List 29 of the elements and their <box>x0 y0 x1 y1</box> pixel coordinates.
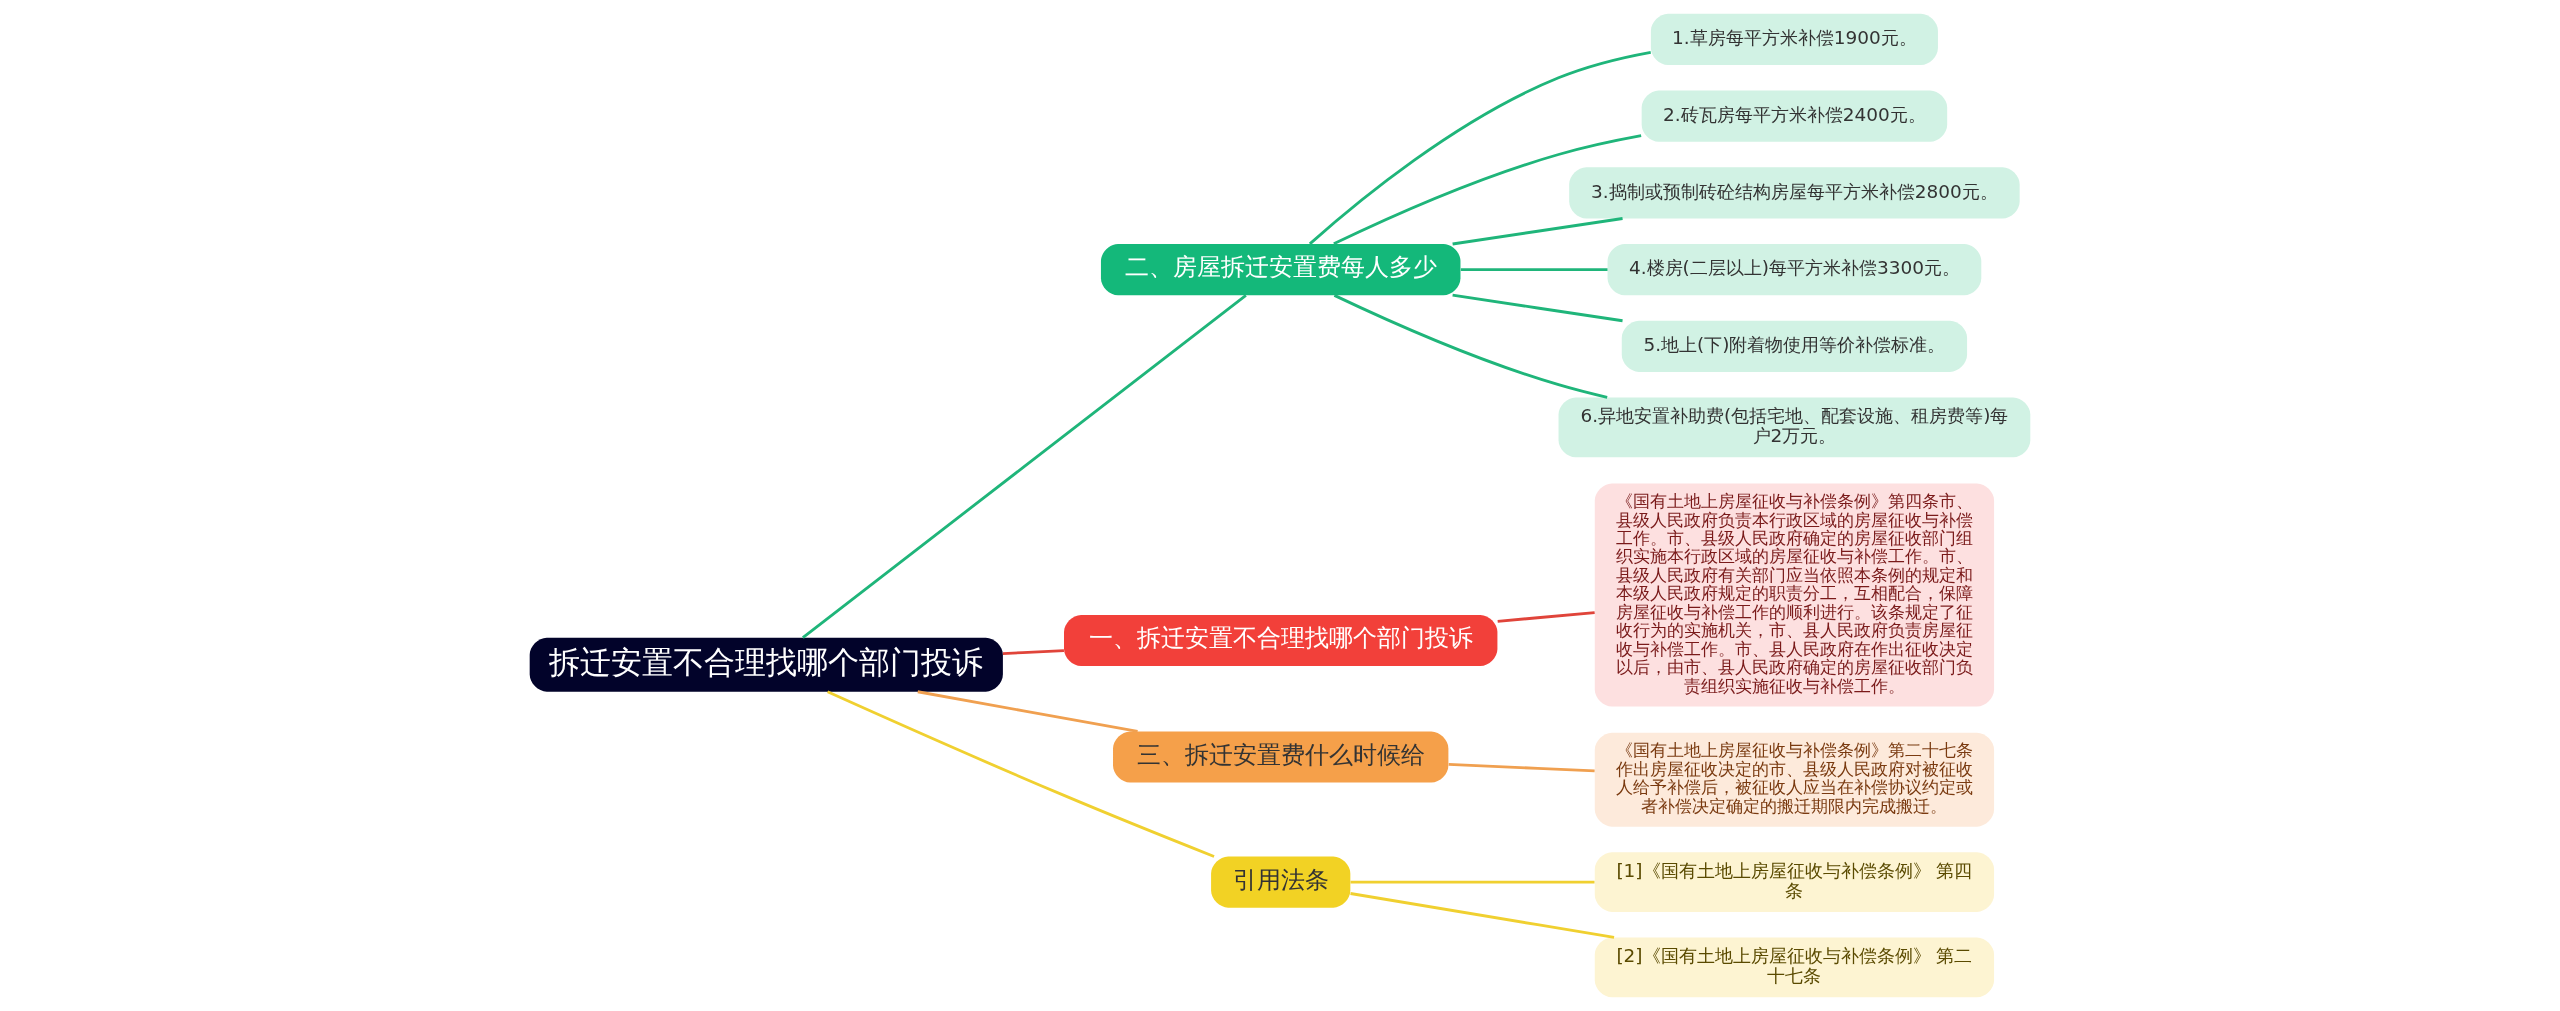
node-box: 一、拆迁安置不合理找哪个部门投诉 <box>1064 614 1498 667</box>
connector <box>1350 880 1595 884</box>
node-box: 3.捣制或预制砖砼结构房屋每平方米补偿2800元。 <box>1569 167 2020 219</box>
node-box: 4.楼房(二层以上)每平方米补偿3300元。 <box>1607 244 1982 296</box>
node-box: 三、拆迁安置费什么时候给 <box>1113 731 1449 783</box>
connector <box>1460 268 1608 272</box>
node-box: 5.地上(下)附着物使用等价补偿标准。 <box>1621 320 1968 372</box>
connector <box>1308 50 1651 245</box>
node-box: [2]《国有土地上房屋征收与补偿条例》 第二十七条 <box>1594 937 1995 998</box>
connector <box>802 294 1247 639</box>
connector <box>1448 763 1595 773</box>
node-box: 《国有土地上房屋征收与补偿条例》第二十七条作出房屋征收决定的市、县级人民政府对被征收人给予补偿后，被征收人应当在补偿协议约定或者补偿决定确定的搬迁期限内完成搬迁。 <box>1594 732 1995 827</box>
connector <box>827 690 1215 858</box>
node-box: 2.砖瓦房每平方米补偿2400元。 <box>1641 90 1948 142</box>
node-box: 拆迁安置不合理找哪个部门投诉 <box>529 637 1003 692</box>
node-box: 二、房屋拆迁安置费每人多少 <box>1100 244 1461 296</box>
node-box: 1.草房每平方米补偿1900元。 <box>1650 13 1938 65</box>
connector <box>1333 134 1642 246</box>
node-box: 引用法条 <box>1211 856 1351 908</box>
connector <box>1002 649 1064 655</box>
connector <box>917 690 1138 733</box>
connector <box>1333 294 1608 399</box>
connector <box>1452 293 1623 323</box>
connector <box>1452 217 1623 246</box>
node-box: 《国有土地上房屋征收与补偿条例》第四条市、县级人民政府负责本行政区域的房屋征收与补偿工作。市、县级人民政府确定的房屋征收部门组织实施本行政区域的房屋征收与补偿工作。市、县级人民政府有关部门应当依照本条例的规定和本级人民政府规定的职责分工，互相配合，保障房屋征收与补偿工作的顺利进行。该条规定了征收行为的实施机关，市、县人民政府负责房屋征收与补偿工作。市、县人民政府在作出征收决定以后，由市、县人民政府确定的房屋征收部门负责组织实施征收与补偿工作。 <box>1594 483 1995 707</box>
connector <box>1350 892 1615 939</box>
connector <box>1497 611 1595 623</box>
node-box: 6.异地安置补助费(包括宅地、配套设施、租房费等)每户2万元。 <box>1558 397 2031 458</box>
node-box: [1]《国有土地上房屋征收与补偿条例》 第四条 <box>1594 852 1995 912</box>
